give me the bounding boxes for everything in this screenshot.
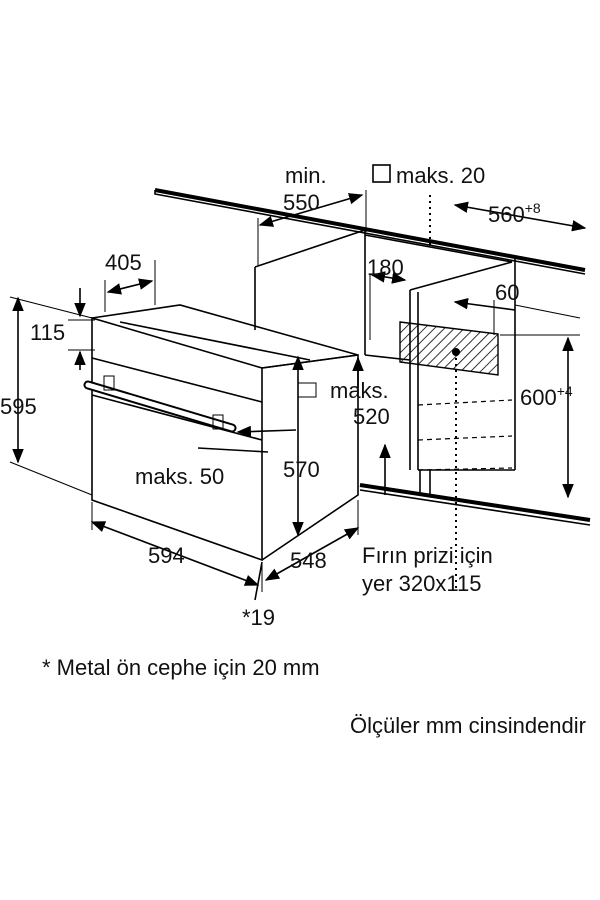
oven-body — [91, 304, 359, 562]
cabinet-niche — [254, 229, 591, 526]
label-600: 600+4 — [520, 383, 573, 410]
units-note: Ölçüler mm cinsindendir — [350, 713, 586, 738]
label-socket-line2: yer 320x115 — [362, 571, 481, 596]
label-maks: maks. — [330, 378, 389, 403]
socket-area — [399, 195, 499, 590]
label-maks-20: maks. 20 — [396, 163, 485, 188]
label-60: 60 — [495, 280, 519, 305]
dimension-lines — [9, 190, 587, 601]
label-548: 548 — [290, 548, 327, 573]
square-symbol-icon — [372, 164, 391, 183]
label-595: 595 — [0, 394, 37, 419]
label-maks-50: maks. 50 — [135, 464, 224, 489]
label-min: min. — [285, 163, 327, 188]
oven-handle — [83, 375, 237, 433]
label-405: 405 — [105, 250, 142, 275]
label-180: 180 — [367, 255, 404, 280]
countertop — [154, 188, 586, 275]
dimension-labels: min. 550 maks. 20 560+8 405 180 60 115 5… — [0, 163, 573, 630]
footnote-metal-front: * Metal ön cephe için 20 mm — [42, 655, 320, 680]
label-570: 570 — [283, 457, 320, 482]
rear-wall-hidden-lines — [417, 399, 513, 471]
label-115: 115 — [30, 320, 65, 345]
label-socket-line1: Fırın prizi için — [362, 543, 493, 568]
label-560: 560+8 — [488, 200, 541, 227]
label-550: 550 — [283, 190, 320, 215]
oven-side-bracket — [297, 382, 317, 398]
label-19: *19 — [242, 605, 275, 630]
label-520: 520 — [353, 404, 390, 429]
label-594: 594 — [148, 543, 185, 568]
